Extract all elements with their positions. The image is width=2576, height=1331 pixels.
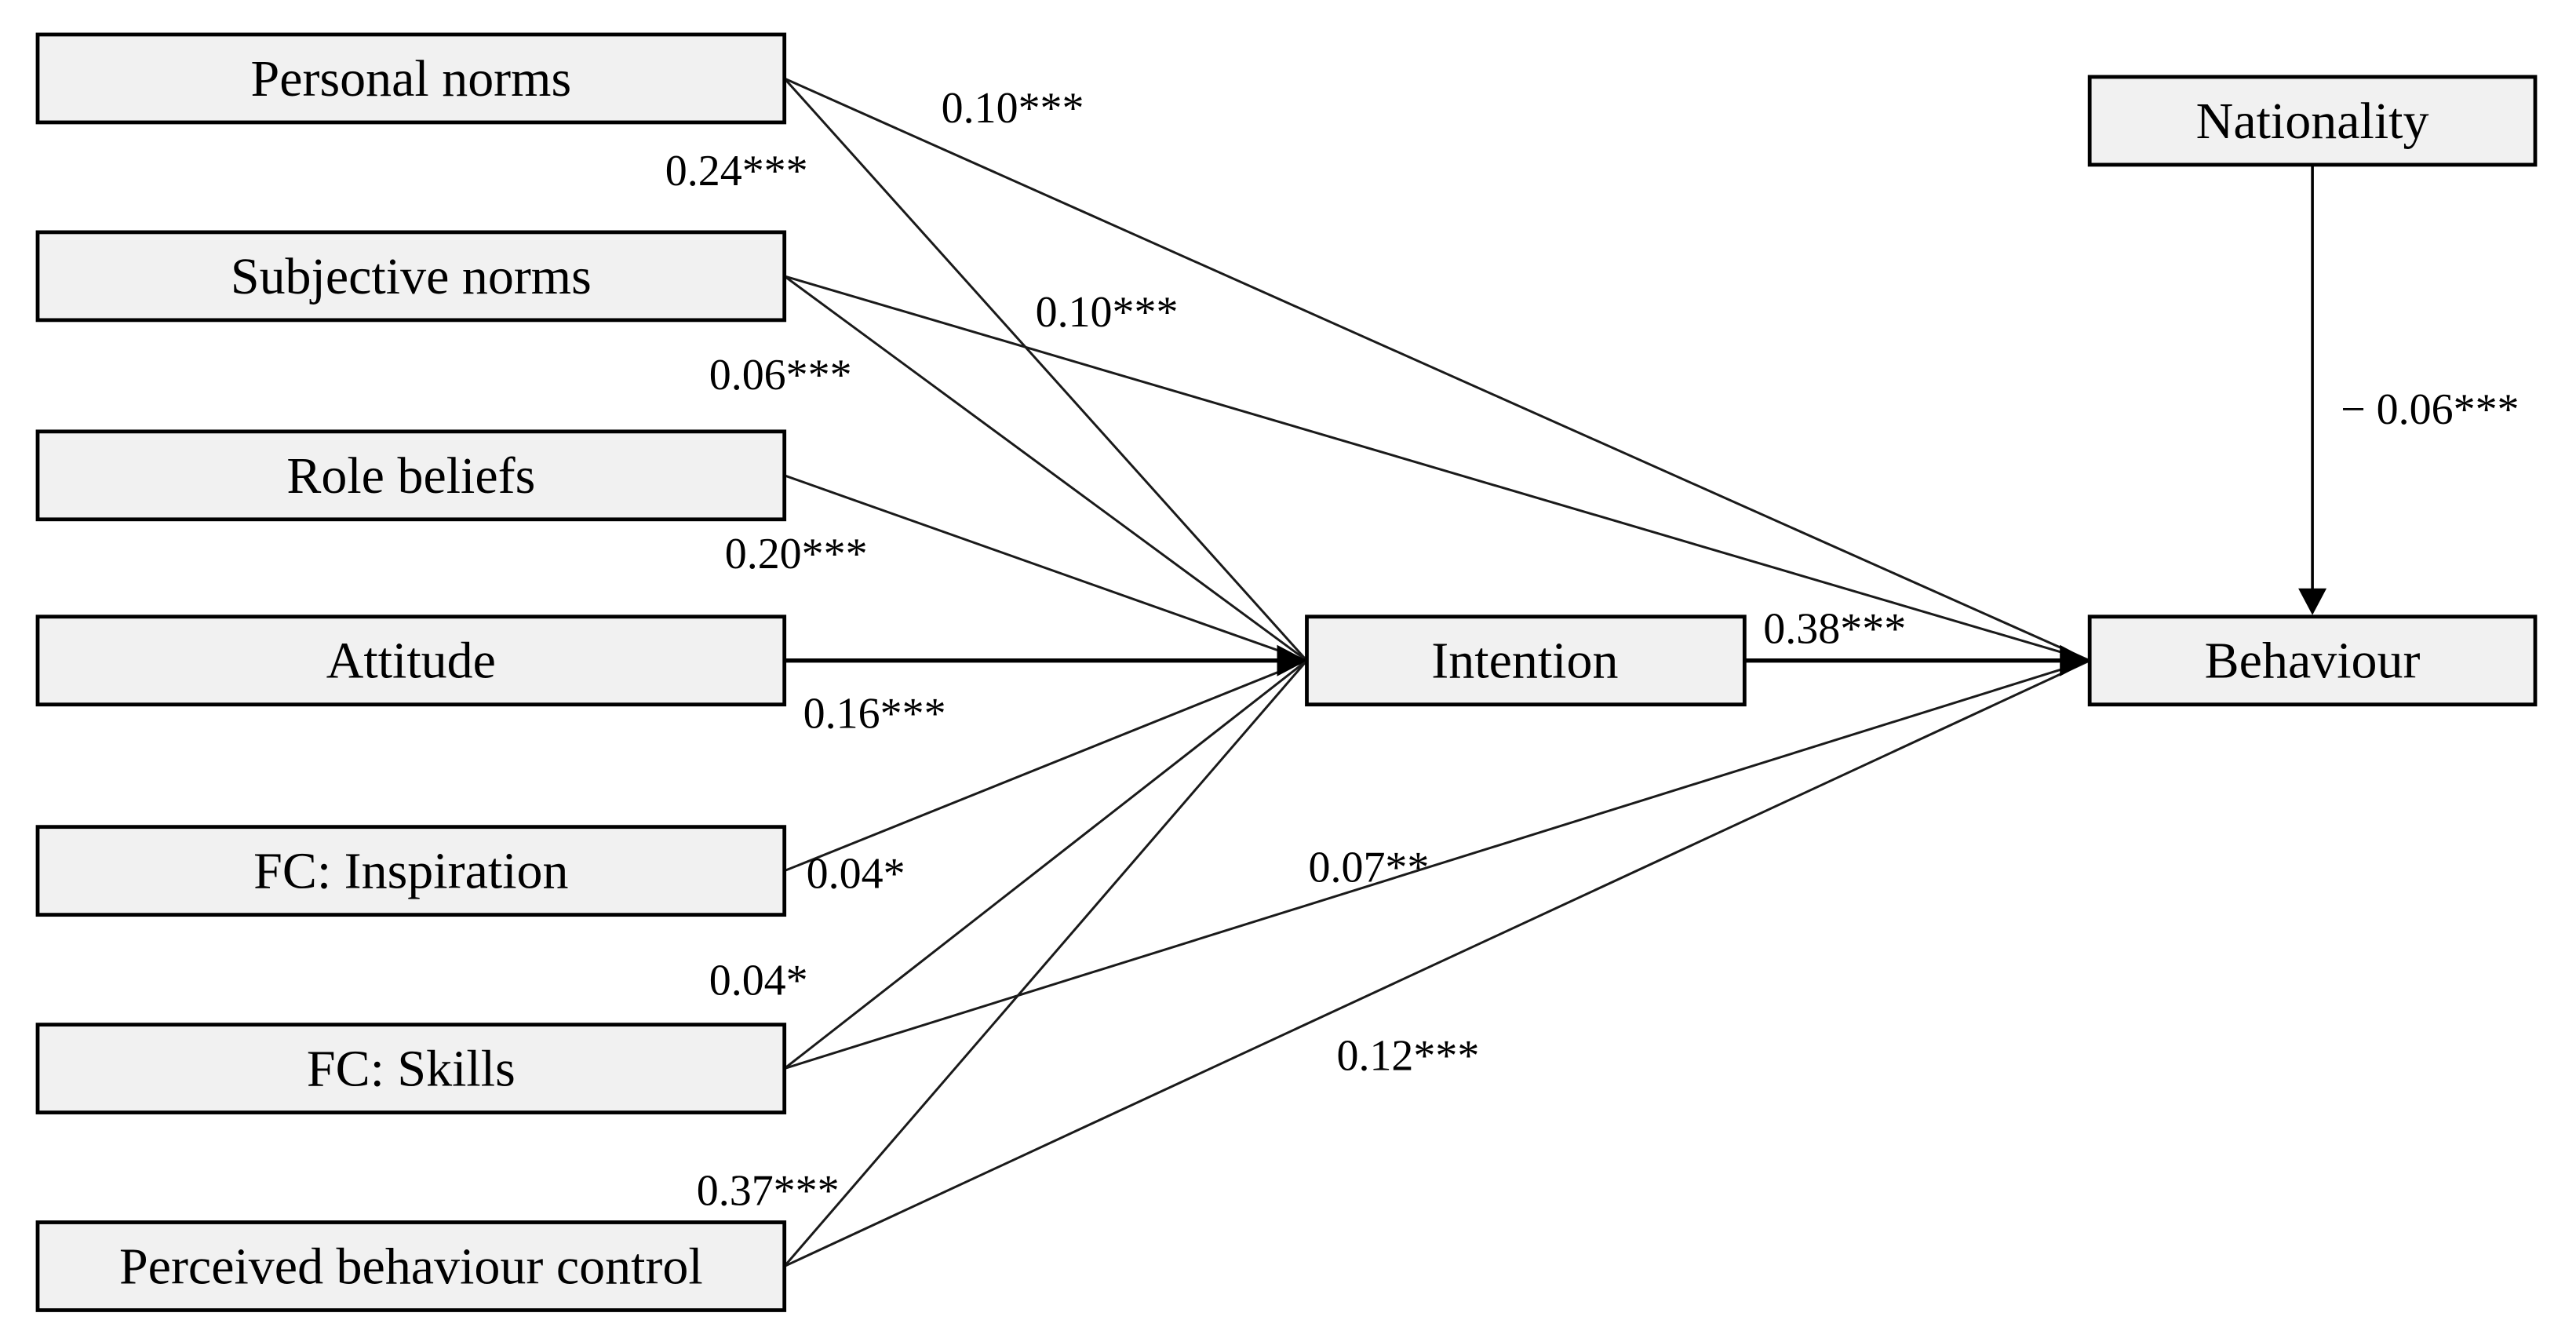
node-personal-norms-label: Personal norms xyxy=(251,50,572,108)
edge-perceived-behaviour-control-behaviour xyxy=(784,659,2090,1267)
arrowhead-into-behaviour-top xyxy=(2298,588,2327,615)
node-subjective-norms: Subjective norms xyxy=(35,230,787,323)
coef-personal-norms-intention: 0.24*** xyxy=(665,147,808,195)
node-behaviour-label: Behaviour xyxy=(2205,633,2421,690)
edge-fc-skills-intention xyxy=(783,659,1308,1070)
edge-fc-skills-behaviour xyxy=(784,659,2090,1070)
edge-subjective-norms-behaviour xyxy=(784,275,2090,662)
edge-role-beliefs-intention xyxy=(784,474,1307,662)
coef-fc-skills-intention: 0.04* xyxy=(709,957,808,1005)
node-attitude-label: Attitude xyxy=(326,633,496,690)
edge-personal-norms-behaviour xyxy=(784,77,2090,662)
node-subjective-norms-box xyxy=(35,230,787,323)
edge-subjective-norms-intention xyxy=(783,275,1308,662)
node-intention-label: Intention xyxy=(1431,633,1618,690)
arrowheads xyxy=(1277,588,2327,676)
edge-personal-norms-intention xyxy=(783,77,1308,662)
edge-fc-inspiration-intention xyxy=(784,659,1308,873)
coef-subjective-norms-behaviour: 0.10*** xyxy=(1036,288,1179,337)
node-fc-inspiration-box xyxy=(35,825,787,917)
node-intention-box xyxy=(1305,614,1747,707)
arrowhead-into-behaviour-left xyxy=(2060,644,2090,676)
arrowhead-into-intention xyxy=(1277,644,1307,676)
node-nationality-box xyxy=(2087,75,2538,167)
node-fc-inspiration: FC: Inspiration xyxy=(35,825,787,917)
coef-perceived-behaviour-control-intention: 0.37*** xyxy=(697,1167,840,1216)
node-perceived-behaviour-control: Perceived behaviour control xyxy=(35,1220,787,1312)
node-intention: Intention xyxy=(1305,614,1747,707)
node-attitude-box xyxy=(35,614,787,707)
node-role-beliefs-label: Role beliefs xyxy=(286,447,535,505)
coef-role-beliefs-intention: 0.20*** xyxy=(725,530,868,578)
coef-perceived-behaviour-control-behaviour: 0.12*** xyxy=(1336,1032,1479,1081)
node-personal-norms: Personal norms xyxy=(35,32,787,125)
node-behaviour: Behaviour xyxy=(2087,614,2538,707)
node-nationality: Nationality xyxy=(2087,75,2538,167)
edges xyxy=(783,77,2314,1267)
coef-fc-inspiration-intention: 0.04* xyxy=(807,850,905,899)
node-attitude: Attitude xyxy=(35,614,787,707)
coef-fc-skills-behaviour: 0.07** xyxy=(1308,844,1429,892)
node-role-beliefs: Role beliefs xyxy=(35,429,787,522)
node-perceived-behaviour-control-label: Perceived behaviour control xyxy=(119,1238,703,1295)
node-role-beliefs-box xyxy=(35,429,787,522)
edge-perceived-behaviour-control-intention xyxy=(783,659,1308,1267)
coef-nationality-behaviour: − 0.06*** xyxy=(2341,385,2519,434)
node-behaviour-box xyxy=(2087,614,2538,707)
node-perceived-behaviour-control-box xyxy=(35,1220,787,1312)
node-nationality-label: Nationality xyxy=(2196,93,2429,150)
nodes: Personal norms Subjective norms Role bel… xyxy=(35,32,2538,1312)
node-personal-norms-box xyxy=(35,32,787,125)
node-fc-skills-box xyxy=(35,1023,787,1114)
node-fc-skills: FC: Skills xyxy=(35,1023,787,1114)
edge-labels: 0.24*** 0.10*** 0.06*** 0.10*** 0.20*** … xyxy=(665,84,2520,1216)
coef-attitude-intention: 0.16*** xyxy=(803,690,946,738)
node-fc-inspiration-label: FC: Inspiration xyxy=(253,843,568,900)
coef-intention-behaviour: 0.38*** xyxy=(1763,605,1906,654)
node-fc-skills-label: FC: Skills xyxy=(307,1041,516,1098)
node-subjective-norms-label: Subjective norms xyxy=(231,248,592,305)
coef-subjective-norms-intention: 0.06*** xyxy=(709,351,852,399)
coef-personal-norms-behaviour: 0.10*** xyxy=(942,84,1084,133)
